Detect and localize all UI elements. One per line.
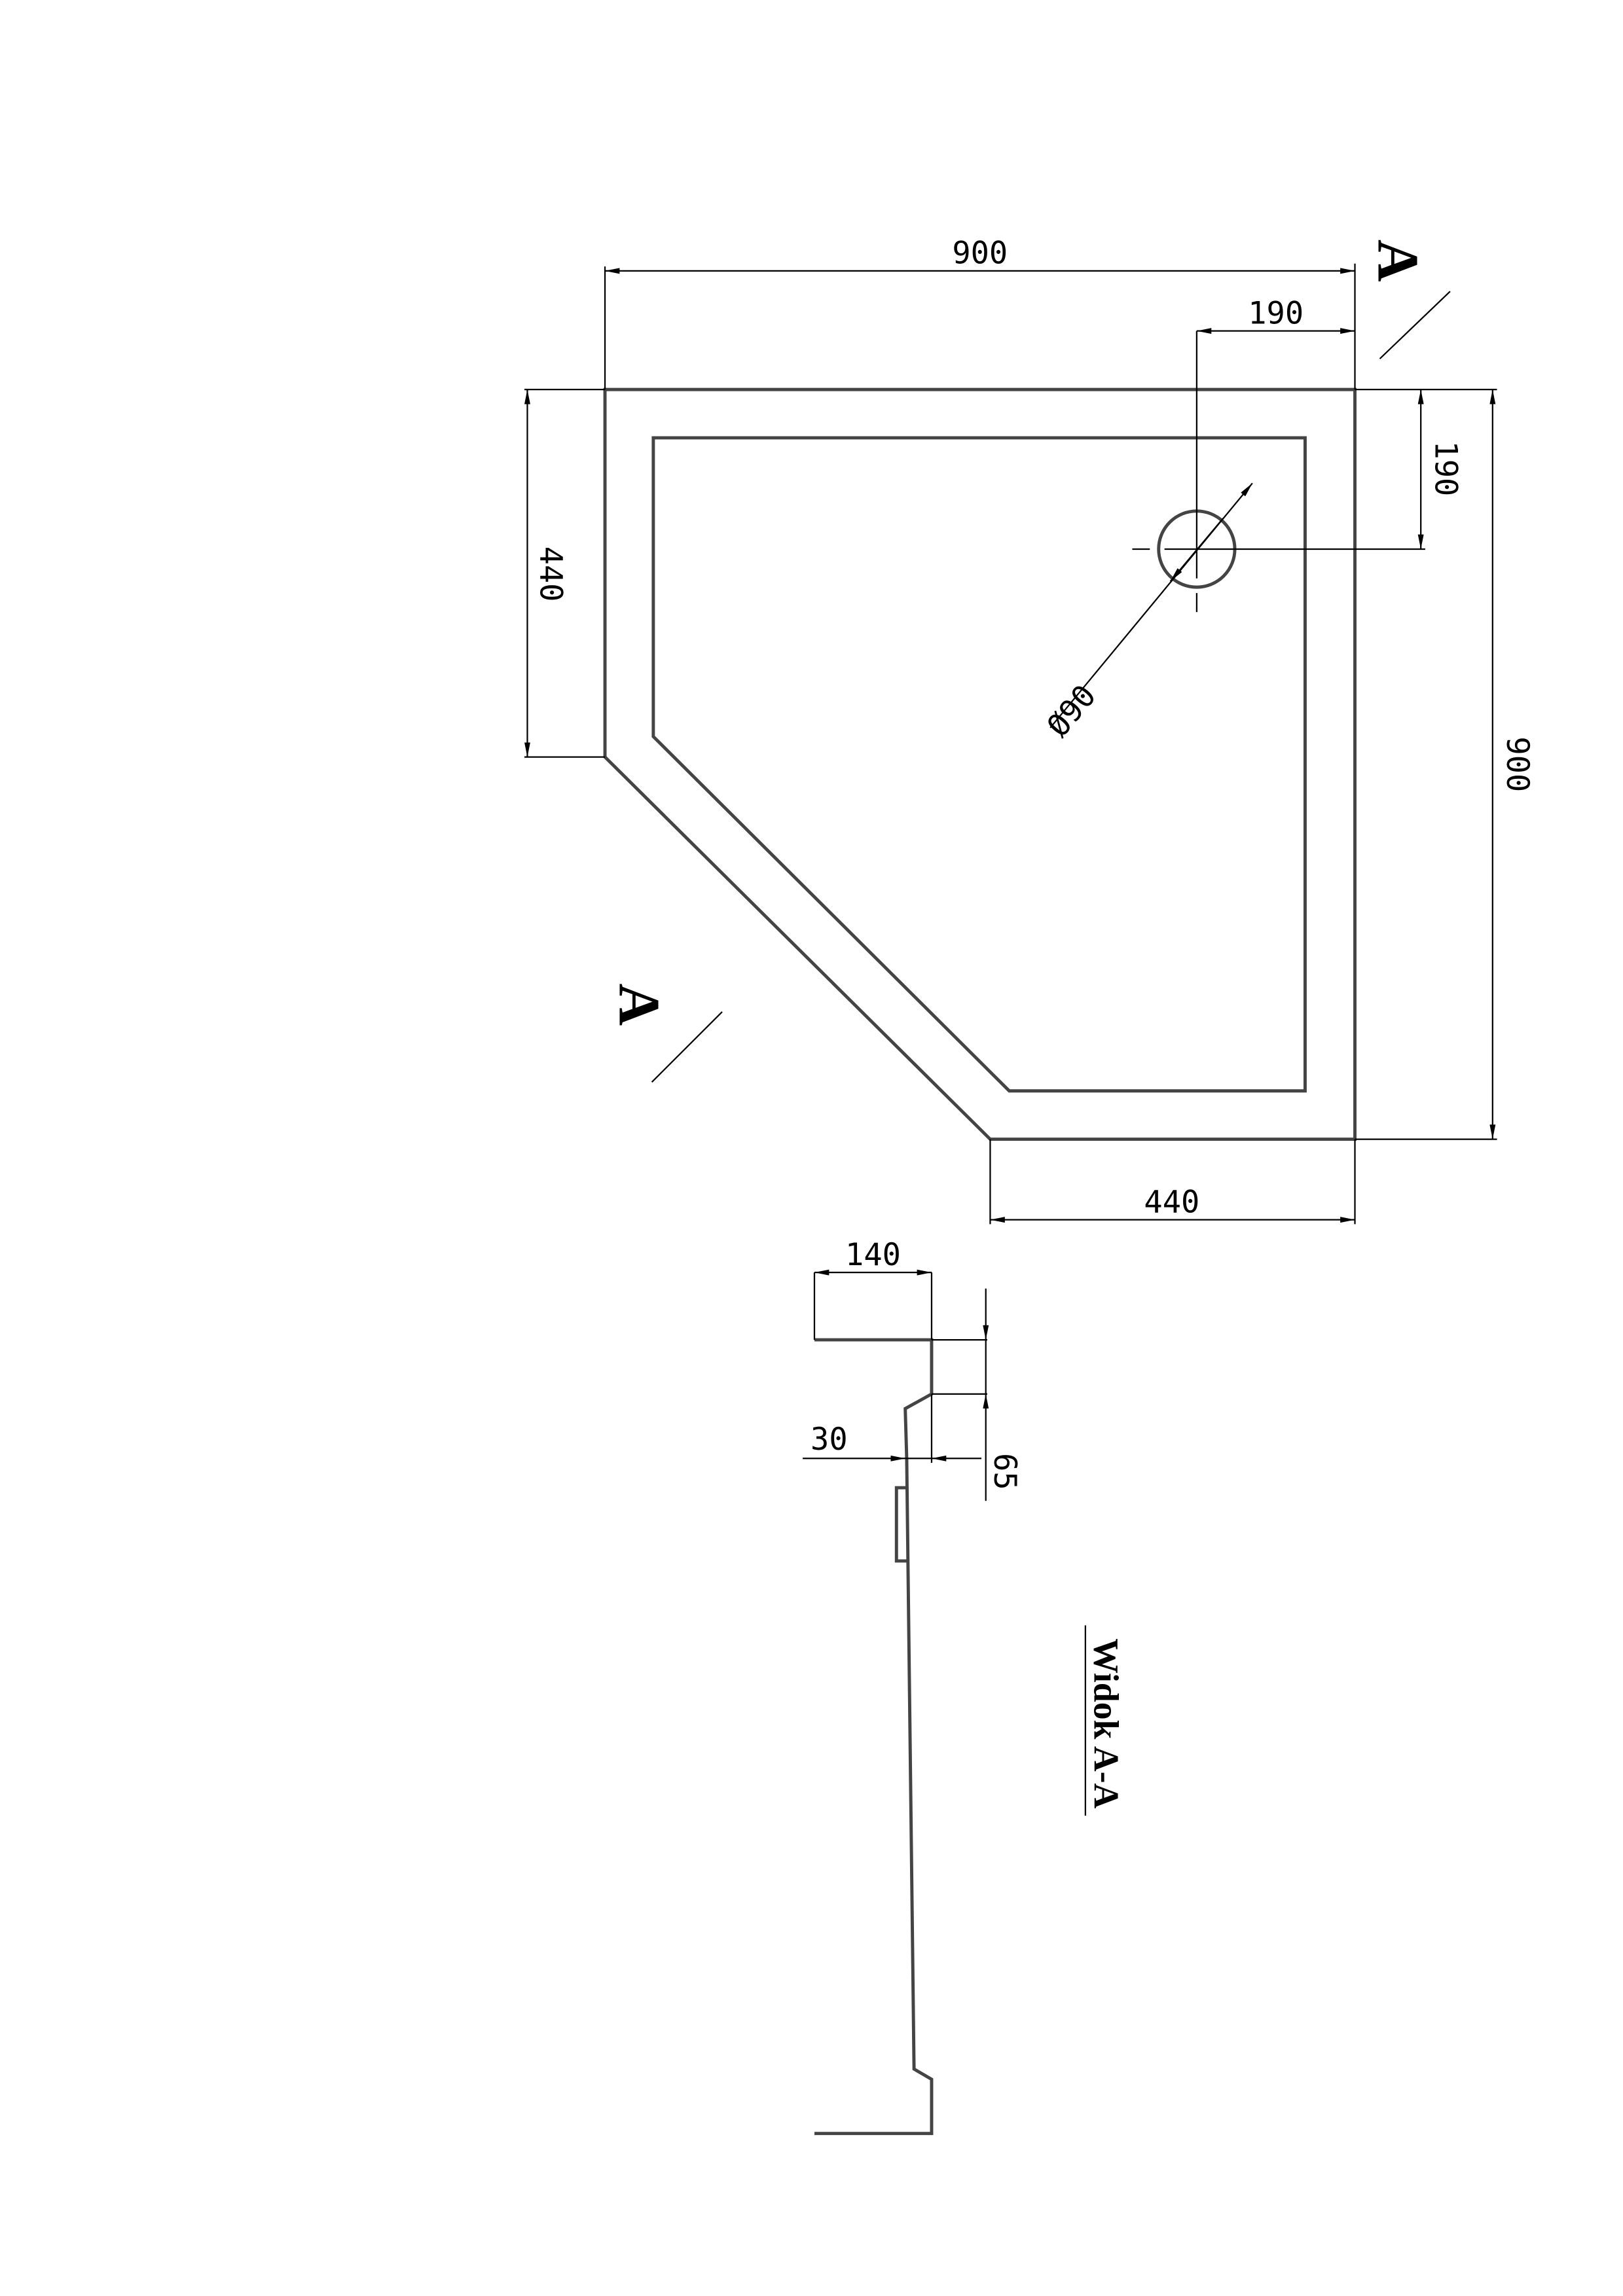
dim-drain-offset-y: 190 <box>1428 440 1464 496</box>
section-cut-line-bottom <box>651 1011 723 1083</box>
dim-side-left: 440 <box>533 547 569 602</box>
section-detail-rect <box>894 1486 907 1563</box>
dim-height: 65 <box>987 1453 1023 1490</box>
section-marker-bottom: A <box>606 983 671 1026</box>
dim-drain-offset-x: 190 <box>1248 295 1304 331</box>
tray-inner-outline <box>651 436 1307 1093</box>
section-title: Widok A-A <box>1086 1638 1125 1808</box>
tray-outer-outline <box>603 387 1357 1141</box>
dim-overall-depth: 900 <box>1499 736 1535 792</box>
dim-rim-thickness: 30 <box>811 1422 848 1458</box>
drain <box>1049 331 1425 728</box>
section-marker-top: A <box>1365 240 1430 282</box>
plan-view: Ø90 900 190 190 900 440 440 A A <box>524 236 1535 1225</box>
section-cut-line-top <box>1379 291 1451 359</box>
dim-overall-width: 900 <box>952 236 1008 272</box>
dim-side-bottom: 440 <box>1144 1184 1199 1220</box>
section-view: 140 65 30 Widok A-A <box>803 1237 1125 2136</box>
dim-rim-width: 140 <box>845 1237 901 1273</box>
dim-drain-diameter: Ø90 <box>1040 678 1104 744</box>
